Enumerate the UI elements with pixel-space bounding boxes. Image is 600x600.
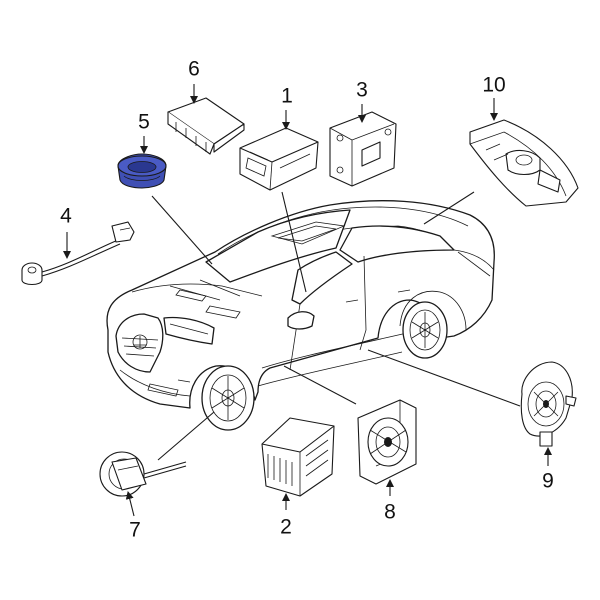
callout-9: 9: [542, 470, 554, 493]
callout-6: 6: [188, 58, 200, 81]
callout-arrows: [63, 84, 552, 517]
part-5-speaker-highlighted: [117, 153, 167, 189]
callout-2: 2: [280, 516, 292, 539]
part-4-sensor-harness: [21, 221, 135, 286]
part-3-bracket: [329, 111, 397, 187]
part-6-cover-panel: [167, 97, 245, 155]
part-8-rear-door-speaker: [357, 399, 417, 485]
car-illustration: [106, 200, 495, 431]
part-2-amplifier: [261, 417, 335, 497]
callout-5: 5: [138, 111, 150, 134]
callout-labels: 1 2 3 4 5 6 7 8 9 10: [60, 58, 554, 542]
part-9-rear-speaker: [520, 361, 577, 447]
callout-1: 1: [281, 85, 293, 108]
callout-4: 4: [60, 205, 72, 228]
callout-7: 7: [129, 519, 141, 542]
part-10-rear-shelf-housing: [469, 119, 579, 207]
part-1-control-module: [239, 127, 319, 191]
part-7-front-door-speaker: [99, 451, 187, 497]
leader-lines: [151, 191, 521, 461]
callout-8: 8: [384, 501, 396, 524]
callout-10: 10: [482, 74, 505, 97]
callout-3: 3: [356, 79, 368, 102]
